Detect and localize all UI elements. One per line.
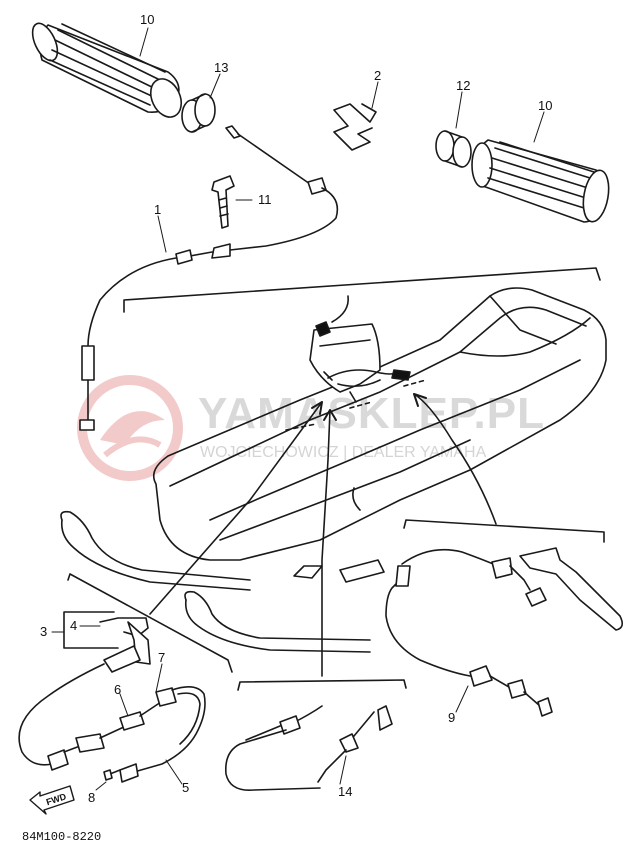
lower-frame-lines — [67, 519, 605, 691]
handlebar-switch-area — [315, 321, 411, 403]
callout-10-right: 10 — [538, 98, 552, 113]
callout-12: 12 — [456, 78, 470, 93]
callout-10-left: 10 — [140, 12, 154, 27]
callout-leaders — [51, 27, 545, 791]
upper-frame-line — [123, 267, 601, 323]
watermark: YAMASKLEP.PL WOJCIECHOWICZ | DEALER YAMA… — [77, 375, 545, 481]
ring-13 — [181, 93, 216, 133]
grip-right — [471, 139, 610, 223]
callout-8: 8 — [88, 790, 95, 805]
watermark-logo — [77, 375, 183, 481]
diagram-code: 84M100-8220 — [22, 830, 101, 844]
callout-9: 9 — [448, 710, 455, 725]
clip-2 — [333, 103, 377, 151]
bolt-11 — [211, 175, 235, 229]
watermark-sub-text: WOJCIECHOWICZ | DEALER YAMAHA — [200, 444, 487, 461]
callout-11: 11 — [258, 192, 272, 207]
callout-13: 13 — [214, 60, 228, 75]
fwd-arrow — [29, 785, 75, 815]
switch-assembly-3 — [18, 611, 151, 771]
grip-left — [31, 22, 183, 118]
callout-14: 14 — [338, 784, 352, 799]
callout-1: 1 — [154, 202, 161, 217]
callout-7: 7 — [158, 650, 165, 665]
cable-14 — [224, 705, 393, 791]
callout-3: 3 — [40, 624, 47, 639]
ring-12 — [435, 130, 472, 168]
connector-arrows — [149, 393, 497, 677]
choke-cable-assembly — [99, 686, 206, 783]
callout-2: 2 — [374, 68, 381, 83]
callout-5: 5 — [182, 780, 189, 795]
throttle-cable-1 — [79, 125, 339, 431]
callout-6: 6 — [114, 682, 121, 697]
callout-labels: 10 13 2 12 10 11 1 3 4 7 6 5 8 14 9 — [40, 12, 552, 805]
watermark-main-text: YAMASKLEP.PL — [198, 389, 545, 438]
brake-lever-cable-9 — [385, 547, 624, 717]
callout-4: 4 — [70, 618, 77, 633]
